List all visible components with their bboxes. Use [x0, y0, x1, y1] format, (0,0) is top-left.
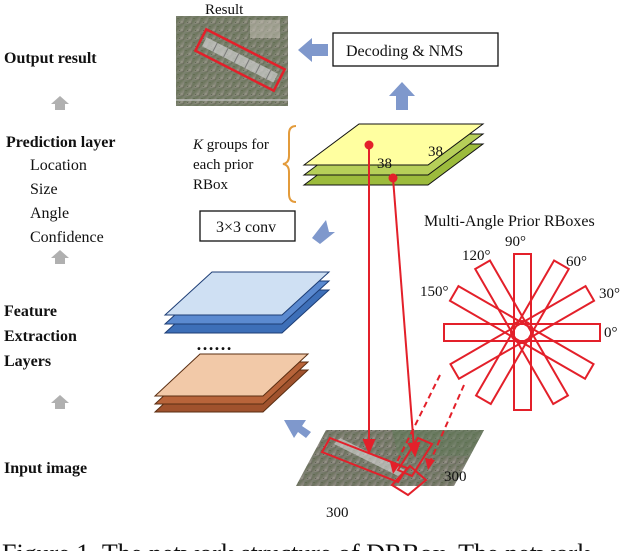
prediction-layer-stack — [302, 123, 485, 186]
angle-30: 30° — [599, 286, 620, 302]
decoding-nms-box — [332, 32, 499, 67]
gray-up-arrow-1 — [51, 96, 69, 110]
label-layers: Layers — [4, 353, 51, 370]
dashed-arrowhead-1 — [390, 462, 400, 474]
angle-60: 60° — [566, 254, 587, 270]
label-feature: Feature — [4, 303, 57, 320]
label-prediction-layer: Prediction layer — [6, 134, 115, 151]
angle-0: 0° — [604, 325, 618, 341]
angle-120: 120° — [462, 248, 491, 264]
label-output-result: Output result — [4, 50, 97, 67]
arrow-to-decoding — [389, 82, 415, 110]
rbox-title: Multi-Angle Prior RBoxes — [424, 213, 595, 230]
label-input-image: Input image — [4, 460, 87, 477]
k-groups-line3: RBox — [193, 177, 229, 193]
input-size-right: 300 — [444, 469, 467, 485]
conv-box — [199, 210, 296, 242]
arrow-conv-to-prediction — [312, 220, 335, 244]
label-confidence: Confidence — [30, 229, 104, 246]
decoding-nms-label: Decoding & NMS — [346, 43, 463, 60]
label-location: Location — [30, 157, 87, 174]
gray-up-arrow-3 — [51, 395, 69, 409]
input-size-bottom: 300 — [326, 505, 349, 521]
feature-layers-orange — [153, 353, 310, 413]
result-caption: Result — [205, 2, 244, 18]
result-detection-box — [193, 27, 287, 93]
feature-layers-blue — [163, 271, 331, 334]
prior-rbox-connectors — [394, 374, 465, 467]
arrow-input-to-features — [284, 420, 311, 438]
label-size: Size — [30, 181, 58, 198]
dashed-arrowhead-2 — [425, 458, 435, 470]
label-angle: Angle — [30, 205, 69, 222]
arrow-to-result — [298, 38, 328, 62]
label-extraction: Extraction — [4, 328, 77, 345]
conv-label: 3×3 conv — [216, 219, 276, 236]
k-groups-line2: each prior — [193, 157, 253, 173]
grid-size-38-b: 38 — [377, 156, 392, 172]
gray-up-arrow-2 — [51, 250, 69, 264]
prior-rbox-star — [443, 253, 601, 411]
k-groups-brace — [282, 125, 297, 203]
feature-ellipsis: …… — [196, 334, 232, 354]
angle-90: 90° — [505, 234, 526, 250]
grid-cell-connectors — [362, 140, 421, 458]
grid-size-38-a: 38 — [428, 144, 443, 160]
figure-caption: Figure 1. The network structure of DRBox… — [2, 539, 590, 551]
angle-150: 150° — [420, 284, 449, 300]
k-groups-line1: K groups for — [192, 137, 269, 153]
